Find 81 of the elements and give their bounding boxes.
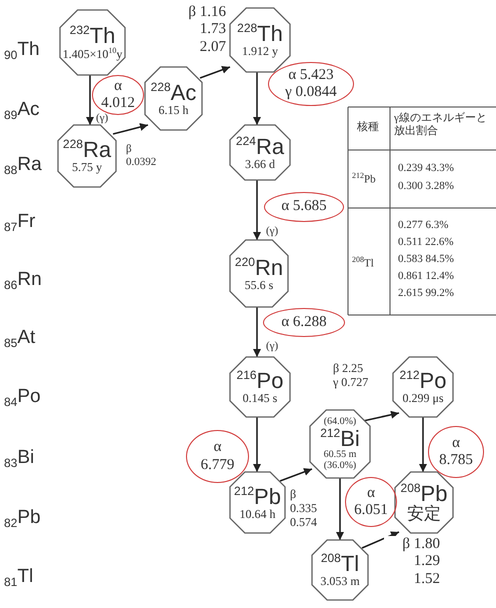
branching-ratio: 60.55 m: [324, 450, 356, 461]
decay-arrow: [86, 75, 94, 125]
element-label: $_{82}$Pb: [4, 508, 41, 529]
branching-ratio: (64.0%): [324, 416, 356, 428]
element-label: $_{87}$Fr: [4, 212, 36, 233]
nuclide-box: [310, 410, 370, 478]
element-label: $_{83}$Bi: [4, 448, 34, 469]
element-label: $_{86}$Rn: [4, 270, 42, 291]
nuclide-box: [395, 472, 453, 533]
nuclide-symbol: $^{212}$Bi: [320, 427, 360, 450]
decay-energy-label: α 8.785: [428, 426, 484, 478]
decay-arrow: [253, 180, 261, 240]
nuclide-box: [60, 10, 125, 75]
nuclide-box: [230, 125, 290, 180]
column-header: 核種: [357, 122, 379, 133]
energy-value: 0.583 84.5%: [398, 254, 454, 265]
energy-value: 2.615 99.2%: [398, 288, 454, 299]
decay-arrow: [362, 410, 400, 422]
half-life: 3.053 m: [320, 575, 360, 588]
gamma-mark: (γ): [96, 113, 108, 124]
half-life: 0.145 s: [242, 392, 278, 405]
nuclide-symbol: $^{212}$Po: [400, 369, 446, 392]
nuclide-symbol: $^{228}$Th: [237, 22, 283, 46]
decay-energy-label: α 4.012: [92, 75, 144, 115]
half-life: 1.405×10$^{10}$y: [62, 47, 122, 61]
energy-value: 0.511 22.6%: [398, 237, 454, 248]
nuclide-symbol: $^{220}$Rn: [234, 256, 284, 279]
decay-arrow: [112, 123, 148, 135]
half-life: 1.912 y: [242, 45, 278, 58]
nuclide-symbol: $^{208}$Pb: [400, 482, 448, 506]
decay-energy-label: α 5.685: [264, 192, 344, 222]
decay-arrow: [253, 307, 261, 357]
element-label: $_{90}$Th: [4, 40, 40, 61]
decay-arrow: [253, 417, 261, 472]
half-life: 5.75 y: [72, 161, 102, 174]
decay-arrow: [253, 72, 261, 125]
element-label: $_{85}$At: [4, 328, 36, 349]
nuclide-box: [393, 357, 453, 417]
element-label: $_{89}$Ac: [4, 100, 40, 121]
decay-energy-label: α 6.779: [186, 430, 249, 483]
nuclide-box: [230, 8, 290, 72]
energy-value: 0.300 3.28%: [398, 181, 454, 192]
element-label: $_{81}$Tl: [4, 567, 34, 588]
nuclide-box: [230, 240, 288, 307]
nuclide-box: [230, 357, 290, 417]
nuclide-symbol: $^{224}$Ra: [236, 134, 284, 158]
nuclide-box: [145, 67, 202, 130]
nuclide-name: $^{208}$Tl: [352, 256, 374, 270]
half-life: 3.66 d: [245, 158, 275, 170]
element-label: $_{88}$Ra: [4, 155, 42, 176]
half-life: 安定: [407, 505, 441, 523]
gamma-mark: (γ): [266, 341, 278, 352]
nuclide-symbol: $^{232}$Th: [70, 24, 116, 48]
nuclide-symbol: $^{228}$Ac: [150, 80, 196, 104]
decay-energy-label: α 6.288: [263, 308, 345, 337]
column-header: γ線のエネルギーと放出割合: [394, 112, 488, 138]
branching-ratio: (36.0%): [324, 460, 356, 472]
nuclide-symbol: $^{208}$Tl: [320, 552, 360, 576]
half-life: 55.6 s: [244, 278, 274, 292]
nuclide-symbol: $^{212}$Pb: [234, 484, 281, 508]
decay-arrow: [336, 478, 344, 540]
element-label: $_{84}$Po: [4, 387, 41, 408]
decay-arrow: [419, 417, 427, 472]
energy-value: 0.861 12.4%: [398, 271, 454, 282]
half-life: 10.64 h: [240, 508, 276, 520]
nuclide-box: [58, 125, 116, 187]
decay-energy-label: α 5.423 γ 0.0844: [268, 62, 354, 106]
nuclide-name: $^{212}$Pb: [352, 172, 376, 186]
nuclide-box: [312, 540, 368, 600]
energy-value: 0.277 6.3%: [398, 220, 448, 231]
gamma-mark: (γ): [266, 226, 278, 237]
decay-arrow: [280, 468, 312, 482]
half-life: 6.15 h: [158, 104, 188, 116]
nuclide-box: [230, 472, 285, 533]
nuclide-symbol: $^{216}$Po: [236, 369, 284, 392]
nuclide-symbol: $^{228}$Ra: [62, 138, 112, 162]
decay-energy-label: α 6.051: [345, 477, 397, 527]
energy-value: 0.239 43.3%: [398, 163, 454, 174]
decay-arrow: [362, 531, 400, 549]
decay-arrow: [200, 66, 230, 79]
half-life: 0.299 μs: [402, 392, 444, 405]
